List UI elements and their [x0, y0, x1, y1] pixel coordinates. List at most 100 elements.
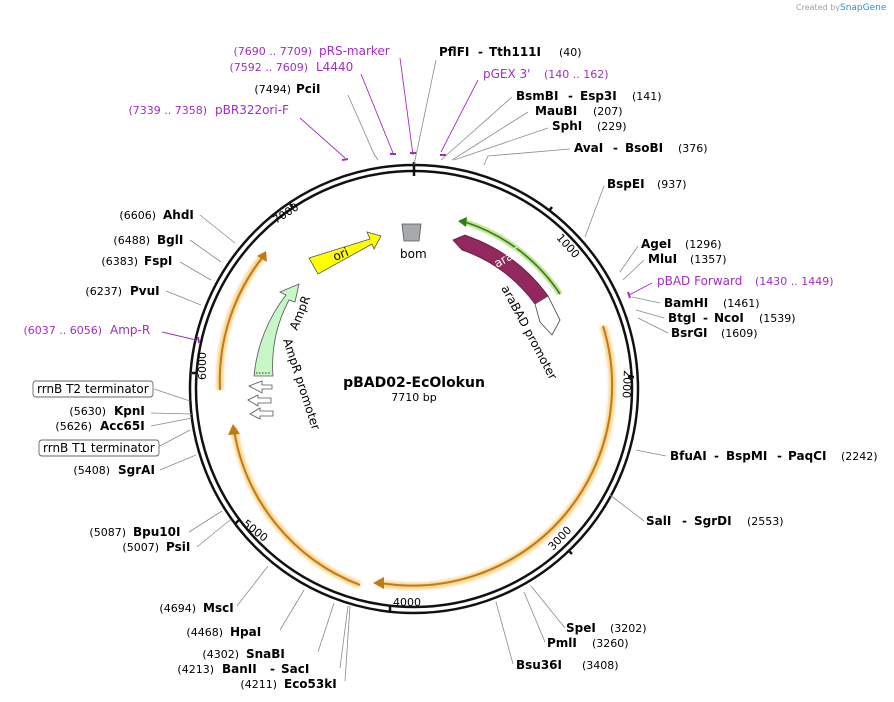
- enzyme-ahdi[interactable]: AhdI: [163, 208, 194, 222]
- enzyme-spei[interactable]: SpeI: [566, 621, 596, 635]
- enzyme-bsrgi[interactable]: BsrGI: [671, 326, 708, 340]
- orf-arc-1: [379, 325, 614, 587]
- primer-amp-r[interactable]: Amp-R: [110, 323, 150, 337]
- enzyme-kpni[interactable]: KpnI: [114, 404, 145, 418]
- enzyme-bpu10i[interactable]: Bpu10I: [133, 525, 180, 539]
- primer-pbad-forward[interactable]: pBAD Forward: [657, 274, 742, 288]
- primer-range-l4440: (7592 .. 7609): [229, 61, 308, 74]
- leader-ahdi: [199, 214, 236, 244]
- enzyme-pos-msci: (4694): [159, 602, 196, 615]
- enzyme-bsobi[interactable]: BsoBI: [625, 141, 663, 155]
- enzyme-pos-sali: (2553): [747, 515, 784, 528]
- separator-dash: -: [777, 449, 782, 463]
- enzyme-pos-bamhi: (1461): [723, 297, 760, 310]
- enzyme-acc65i[interactable]: Acc65I: [100, 419, 145, 433]
- enzyme-snabi[interactable]: SnaBI: [246, 647, 285, 661]
- enzyme-saci[interactable]: SacI: [281, 662, 309, 676]
- tick-label-6000: 6000: [196, 352, 209, 380]
- orf-glow-2: [230, 427, 362, 589]
- orf-glow-1: [376, 324, 616, 590]
- enzyme-hpai[interactable]: HpaI: [230, 625, 261, 639]
- enzyme-pflfi[interactable]: PflFI: [439, 45, 469, 59]
- leader-bspei: [584, 185, 605, 238]
- enzyme-esp3i[interactable]: Esp3I: [580, 89, 617, 103]
- enzyme-pos-pvui: (6237): [85, 285, 122, 298]
- enzyme-bsu36i[interactable]: Bsu36I: [516, 658, 562, 672]
- enzyme-paqci[interactable]: PaqCI: [788, 449, 826, 463]
- created-by-text: Created by: [796, 3, 840, 12]
- enzyme-banii[interactable]: BanII: [222, 662, 257, 676]
- tick-1000: [548, 206, 553, 212]
- enzyme-pos-pmli: (3260): [592, 637, 629, 650]
- leader-pbr322ori-f: [299, 117, 346, 159]
- ori-label: ori: [331, 245, 351, 264]
- enzyme-pcii[interactable]: PciI: [296, 82, 321, 96]
- primer-range-pbr322ori-f: (7339 .. 7358): [128, 104, 207, 117]
- leader-pvui: [165, 290, 202, 306]
- enzyme-bgli[interactable]: BglI: [157, 233, 183, 247]
- enzyme-agei[interactable]: AgeI: [641, 237, 671, 251]
- primer-prs-marker[interactable]: pRS-marker: [319, 44, 390, 58]
- enzyme-aval[interactable]: AvaI: [574, 141, 603, 155]
- enzyme-pos-maubi: (207): [593, 105, 623, 118]
- leader-pmli: [523, 591, 546, 643]
- separator-dash: -: [613, 141, 618, 155]
- separator-dash: -: [568, 89, 573, 103]
- arac-orf-arc: [464, 221, 561, 295]
- enzyme-psii[interactable]: PsiI: [166, 540, 190, 554]
- rrnb-t2-label[interactable]: rrnB T2 terminator: [37, 382, 149, 396]
- enzyme-sphi[interactable]: SphI: [552, 119, 582, 133]
- enzyme-pvui[interactable]: PvuI: [130, 284, 160, 298]
- enzyme-fspi[interactable]: FspI: [144, 254, 172, 268]
- leader-sphi: [453, 127, 549, 161]
- arabad-promoter-feature: [534, 295, 561, 336]
- enzyme-msci[interactable]: MscI: [203, 601, 234, 615]
- enzyme-bspei[interactable]: BspEI: [607, 177, 645, 191]
- rrnb-t1-label[interactable]: rrnB T1 terminator: [43, 441, 155, 455]
- leader-bsmbi: [440, 96, 513, 161]
- enzyme-bfuai[interactable]: BfuAI: [670, 449, 707, 463]
- enzyme-labels-right: PflFI - Tth111I (40) BsmBI - Esp3I (141)…: [439, 45, 878, 672]
- enzyme-tth111i[interactable]: Tth111I: [489, 45, 541, 59]
- enzyme-eco53ki[interactable]: Eco53kI: [284, 677, 337, 691]
- enzyme-bamhi[interactable]: BamHI: [664, 296, 708, 310]
- tick-5000: [234, 519, 240, 525]
- enzyme-sgrai[interactable]: SgrAI: [118, 463, 155, 477]
- leader-bamhi: [631, 296, 661, 304]
- rrnb-t2-label-box: [32, 380, 154, 398]
- separator-dash: -: [714, 449, 719, 463]
- leader-pgex3: [440, 79, 479, 153]
- enzyme-pos-banii: (4213): [177, 663, 214, 676]
- pbad-forward-mark: [627, 291, 631, 299]
- primer-pgex3[interactable]: pGEX 3': [483, 67, 530, 81]
- snapgene-logo: SnapGene: [840, 3, 887, 13]
- enzyme-pos-bfuai: (2242): [841, 450, 878, 463]
- plasmid-title: pBAD02-EcOlokun: [343, 375, 485, 391]
- enzyme-pos-bspei: (937): [657, 178, 687, 191]
- leader-psii: [196, 519, 231, 548]
- enzyme-ncoi[interactable]: NcoI: [714, 311, 744, 325]
- leader-hpai: [279, 589, 305, 631]
- primer-range-prs-marker: (7690 .. 7709): [233, 45, 312, 58]
- enzyme-bsmbi[interactable]: BsmBI: [516, 89, 558, 103]
- enzyme-pos-fspi: (6383): [101, 255, 138, 268]
- enzyme-sgrdi[interactable]: SgrDI: [694, 514, 732, 528]
- leader-pcii: [347, 94, 379, 161]
- enzyme-sali[interactable]: SalI: [646, 514, 671, 528]
- tick-3000: [567, 549, 573, 555]
- leader-aval: [483, 148, 571, 166]
- leader-fspi: [179, 261, 212, 281]
- leader-eco53ki: [344, 605, 351, 682]
- enzyme-pos-acc65i: (5626): [55, 420, 92, 433]
- enzyme-pmli[interactable]: PmlI: [547, 636, 577, 650]
- enzyme-maubi[interactable]: MauBI: [535, 104, 577, 118]
- primer-pbr322ori-f[interactable]: pBR322ori-F: [215, 103, 289, 117]
- enzyme-btgi[interactable]: BtgI: [668, 311, 696, 325]
- orf-arc-3: [218, 257, 263, 391]
- enzyme-pos-pcii: (7494): [254, 83, 291, 96]
- enzyme-mlui[interactable]: MluI: [648, 252, 677, 266]
- enzyme-labels-left: (7494) PciI (6606) AhdI (6488) BglI (638…: [55, 82, 336, 691]
- primer-range-pgex3: (140 .. 162): [544, 68, 609, 81]
- enzyme-bspmi[interactable]: BspMI: [726, 449, 767, 463]
- primer-l4440[interactable]: L4440: [316, 60, 353, 74]
